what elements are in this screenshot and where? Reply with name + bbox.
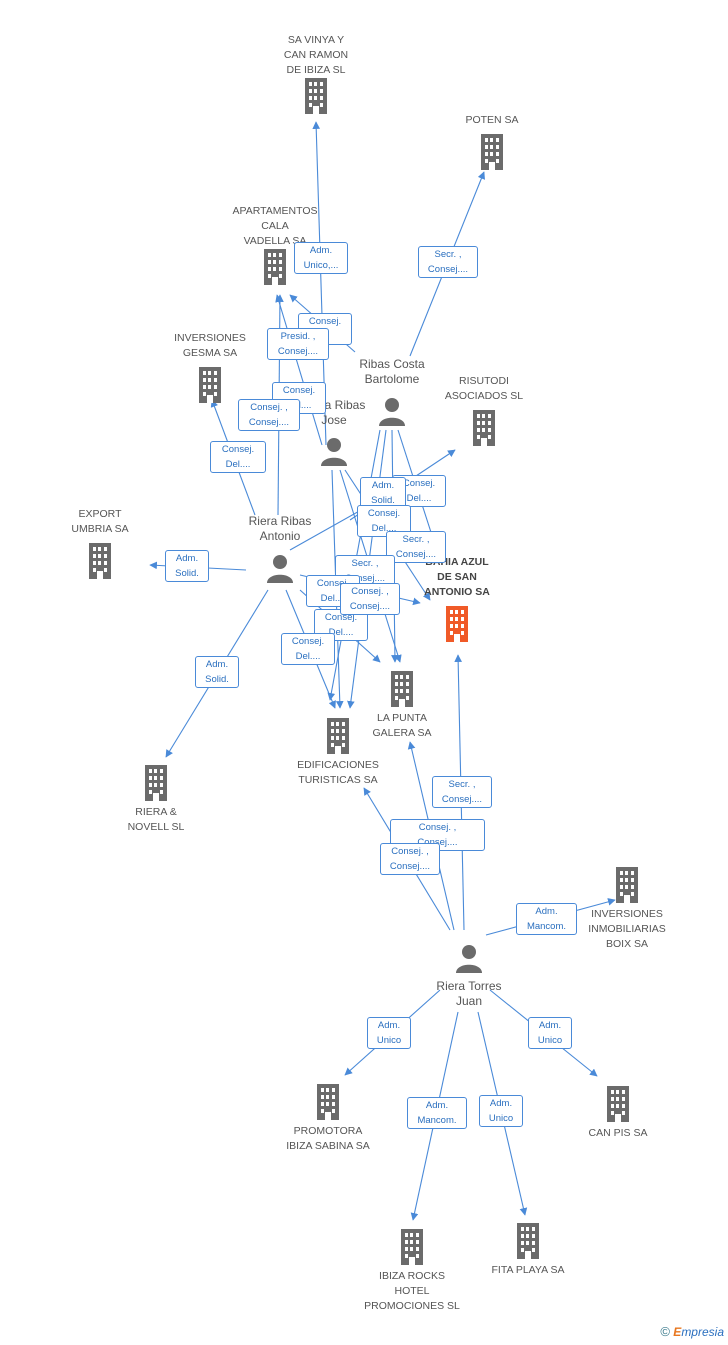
relation-tag[interactable]: Consej. Del....: [210, 441, 266, 473]
building-icon: [616, 867, 638, 903]
relation-tag[interactable]: Adm. Solid.: [360, 477, 406, 509]
company-risutodi[interactable]: RISUTODI ASOCIADOS SL: [432, 374, 536, 446]
person-icon: [267, 555, 293, 583]
building-icon: [305, 78, 327, 114]
building-icon: [327, 718, 349, 754]
company-can-pis[interactable]: CAN PIS SA: [566, 1086, 670, 1141]
building-icon: [145, 765, 167, 801]
company-la-punta[interactable]: LA PUNTA GALERA SA: [350, 671, 454, 741]
relation-tag[interactable]: Consej. , Consej....: [238, 399, 300, 431]
relation-tag[interactable]: Adm. Solid.: [165, 550, 209, 582]
relation-tag[interactable]: Adm. Solid.: [195, 656, 239, 688]
building-icon: [481, 134, 503, 170]
company-boix[interactable]: INVERSIONES INMOBILIARIAS BOIX SA: [575, 867, 679, 952]
relation-tag[interactable]: Consej. , Consej....: [380, 843, 440, 875]
person-icon: [321, 438, 347, 466]
relation-tag[interactable]: Adm. Unico: [528, 1017, 572, 1049]
relation-tag[interactable]: Adm. Mancom.: [407, 1097, 467, 1129]
relation-tag[interactable]: Secr. , Consej....: [432, 776, 492, 808]
relation-tag[interactable]: Secr. , Consej....: [386, 531, 446, 563]
company-sa-vinya[interactable]: SA VINYA Y CAN RAMON DE IBIZA SL: [263, 33, 369, 114]
company-bahia-azul-focus[interactable]: BAHIA AZUL DE SAN ANTONIO SA: [404, 555, 510, 642]
building-icon: [317, 1084, 339, 1120]
building-icon: [199, 367, 221, 403]
company-edificaciones[interactable]: EDIFICACIONES TURISTICAS SA: [283, 718, 393, 788]
person-icon: [456, 945, 482, 973]
company-riera-novell[interactable]: RIERA & NOVELL SL: [104, 765, 208, 835]
relation-tag[interactable]: Consej. Del....: [281, 633, 335, 665]
building-icon: [446, 606, 468, 642]
relation-tag[interactable]: Adm. Unico: [479, 1095, 523, 1127]
company-export[interactable]: EXPORT UMBRIA SA: [48, 507, 152, 579]
person-riera-ribas-antonio[interactable]: Riera Ribas Antonio: [230, 514, 330, 583]
relation-tag[interactable]: Secr. , Consej....: [335, 555, 395, 587]
relation-tag[interactable]: Presid. , Consej....: [267, 328, 329, 360]
company-promotora[interactable]: PROMOTORA IBIZA SABINA SA: [272, 1084, 384, 1154]
company-poten[interactable]: POTEN SA: [440, 113, 544, 170]
company-fita-playa[interactable]: FITA PLAYA SA: [476, 1223, 580, 1278]
building-icon: [607, 1086, 629, 1122]
building-icon: [391, 671, 413, 707]
person-riera-torres-juan[interactable]: Riera Torres Juan: [418, 943, 520, 1009]
person-ribas-costa[interactable]: Ribas Costa Bartolome: [340, 357, 444, 426]
relation-tag[interactable]: Adm. Unico: [367, 1017, 411, 1049]
company-ibiza-rocks[interactable]: IBIZA ROCKS HOTEL PROMOCIONES SL: [357, 1229, 467, 1314]
relation-tag[interactable]: Secr. , Consej....: [418, 246, 478, 278]
building-icon: [264, 249, 286, 285]
building-icon: [517, 1223, 539, 1259]
building-icon: [473, 410, 495, 446]
person-icon: [379, 398, 405, 426]
relation-tag[interactable]: Consej. , Consej....: [340, 583, 400, 615]
empresia-logo: © Empresia: [660, 1324, 724, 1339]
building-icon: [89, 543, 111, 579]
relation-tag[interactable]: Adm. Unico,...: [294, 242, 348, 274]
company-gesma[interactable]: INVERSIONES GESMA SA: [158, 331, 262, 403]
building-icon: [401, 1229, 423, 1265]
relation-tag[interactable]: Adm. Mancom.: [516, 903, 577, 935]
